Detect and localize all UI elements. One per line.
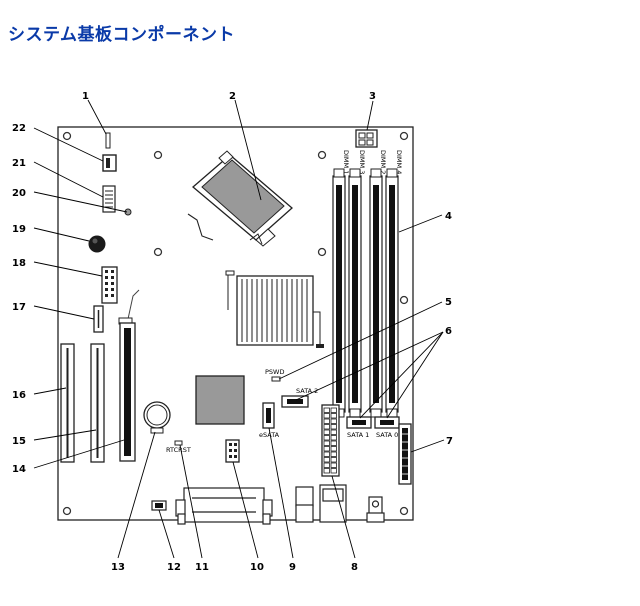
sata1-label: SATA 1 — [347, 431, 369, 439]
sata0-label: SATA 0 — [376, 431, 398, 439]
chipset — [195, 375, 245, 425]
mounting-hole — [399, 295, 409, 305]
front-panel-connector — [101, 266, 118, 304]
callout-7: 7 — [446, 436, 453, 447]
callout-11: 11 — [195, 562, 209, 573]
callout-13: 13 — [111, 562, 125, 573]
main-power-pins — [323, 407, 337, 474]
mounting-hole — [399, 506, 409, 516]
callout-numbers: 1 2 3 4 5 6 7 8 9 10 11 12 13 14 15 16 1… — [12, 91, 453, 573]
callout-3: 3 — [369, 91, 376, 102]
cpu-socket — [187, 150, 293, 247]
power-4pin-pins — [358, 132, 374, 146]
callout-leader-lines — [33, 99, 445, 559]
esata-label: eSATA — [259, 431, 280, 439]
mounting-hole — [317, 247, 327, 257]
pcie-x16-slot-inner — [124, 328, 131, 456]
callout-22: 22 — [12, 123, 26, 134]
speaker-highlight — [92, 238, 98, 244]
mounting-hole — [317, 150, 327, 160]
callout-17: 17 — [12, 302, 26, 313]
mounting-hole — [153, 247, 163, 257]
callout-9: 9 — [289, 562, 296, 573]
dimm-slot-4 — [385, 168, 399, 418]
callout-18: 18 — [12, 258, 26, 269]
speaker — [88, 235, 106, 253]
pswd-label: PSWD — [265, 368, 284, 376]
callout-20: 20 — [12, 188, 26, 199]
dimm4-label: DIMM 4 — [395, 150, 403, 174]
usb-stack-1 — [295, 486, 314, 507]
mounting-hole — [153, 150, 163, 160]
dimm2-label: DIMM 2 — [379, 150, 387, 174]
fan-connector-pins — [106, 158, 110, 168]
dimm1-label: DIMM 1 — [342, 150, 350, 174]
callout-14: 14 — [12, 464, 26, 475]
back-panel-io — [175, 484, 385, 525]
dimm-slot-2 — [369, 168, 383, 418]
callout-15: 15 — [12, 436, 26, 447]
serial-parallel-connector — [183, 487, 265, 523]
heatsink-fins — [241, 279, 308, 342]
callout-4: 4 — [445, 211, 452, 222]
mounting-hole — [62, 506, 72, 516]
front-panel-pins — [105, 270, 114, 297]
callout-12: 12 — [167, 562, 181, 573]
pcie-latch — [127, 289, 140, 320]
connector-1 — [105, 132, 111, 149]
rtcrst-label: RTCRST — [166, 446, 191, 454]
callout-16: 16 — [12, 390, 26, 401]
header-21-pins — [105, 190, 113, 208]
battery — [146, 404, 168, 426]
callout-21: 21 — [12, 158, 26, 169]
callout-2: 2 — [229, 91, 236, 102]
callout-1: 1 — [82, 91, 89, 102]
mounting-hole — [62, 131, 72, 141]
callout-10: 10 — [250, 562, 264, 573]
internal-usb-header — [225, 439, 240, 463]
dimm-slot-3 — [348, 168, 362, 418]
sata2-label: SATA 2 — [296, 387, 318, 395]
pswd-jumper — [271, 376, 281, 382]
battery-clip — [150, 427, 164, 434]
callout-8: 8 — [351, 562, 358, 573]
page-title: システム基板コンポーネント — [8, 25, 235, 45]
chipset-heatsink — [236, 275, 314, 346]
dimm3-label: DIMM 3 — [358, 150, 366, 174]
rtcrst-jumper — [174, 440, 183, 446]
callout-5: 5 — [445, 297, 452, 308]
callout-19: 19 — [12, 224, 26, 235]
mounting-holes — [62, 131, 409, 516]
mounting-hole — [399, 131, 409, 141]
callout-6: 6 — [445, 326, 452, 337]
